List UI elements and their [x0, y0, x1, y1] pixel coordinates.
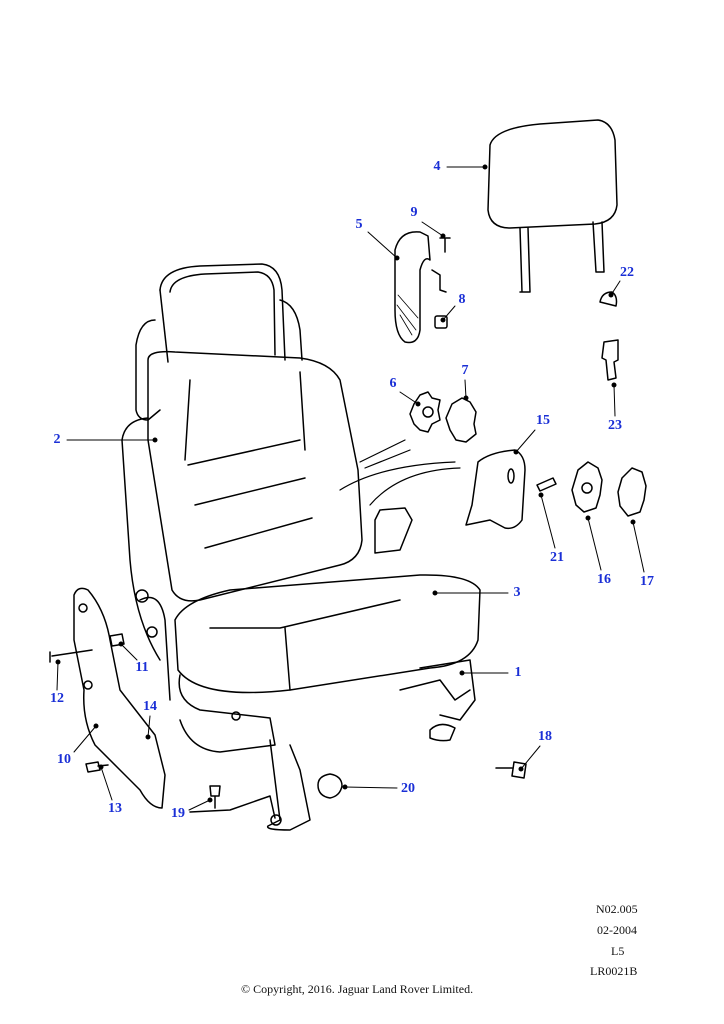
callout-17[interactable]: 17 — [640, 574, 654, 589]
callout-8[interactable]: 8 — [458, 292, 466, 307]
reference-code: N02.005 — [596, 902, 638, 916]
callout-11[interactable]: 11 — [135, 660, 149, 675]
callout-2[interactable]: 2 — [53, 432, 61, 447]
callout-4[interactable]: 4 — [433, 159, 441, 174]
knob-part-6 — [409, 391, 441, 433]
diagram-date: 02-2004 — [597, 923, 637, 937]
callout-5[interactable]: 5 — [355, 217, 363, 232]
callout-10[interactable]: 10 — [57, 752, 71, 767]
callout-19[interactable]: 19 — [171, 806, 185, 821]
callout-1[interactable]: 1 — [514, 665, 522, 680]
side-cover-part — [465, 449, 526, 530]
callout-15[interactable]: 15 — [536, 413, 550, 428]
knob-part-7 — [445, 397, 477, 443]
callout-3[interactable]: 3 — [513, 585, 521, 600]
model-code: L5 — [611, 944, 625, 958]
trim-cover-part — [394, 231, 447, 344]
callout-20[interactable]: 20 — [401, 781, 415, 796]
copyright-notice: © Copyright, 2016. Jaguar Land Rover Lim… — [241, 982, 474, 996]
callout-9[interactable]: 9 — [410, 205, 418, 220]
callout-12[interactable]: 12 — [50, 691, 64, 706]
callout-21[interactable]: 21 — [550, 550, 564, 565]
callout-23[interactable]: 23 — [608, 418, 622, 433]
callout-22[interactable]: 22 — [620, 265, 634, 280]
seat-assembly — [121, 263, 481, 831]
valance-part — [73, 587, 166, 809]
headrest-part — [487, 119, 618, 293]
callout-6[interactable]: 6 — [389, 376, 397, 391]
callout-7[interactable]: 7 — [461, 363, 469, 378]
illustration-code: LR0021B — [590, 964, 638, 978]
callout-16[interactable]: 16 — [597, 572, 611, 587]
callout-18[interactable]: 18 — [538, 729, 552, 744]
callout-13[interactable]: 13 — [108, 801, 122, 816]
callout-14[interactable]: 14 — [143, 699, 157, 714]
